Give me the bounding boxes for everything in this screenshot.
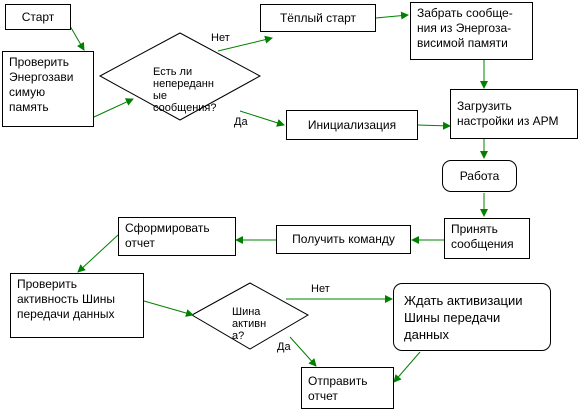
decision-unsent-text: Есть ли непереданн ые сообщения?: [153, 66, 217, 114]
node-fetch-messages: Забрать сообще- ния из Энергоза- висимой…: [410, 2, 533, 60]
node-warm-start: Тёплый старт: [260, 4, 376, 32]
arrow-bus-check-to-decision: [143, 300, 194, 317]
node-wait-bus: Ждать активизации Шины передачи данных: [393, 283, 551, 351]
arrow-start-to-check: [69, 25, 85, 51]
arrow-check-to-decision: [93, 98, 134, 118]
node-init: Инициализация: [286, 110, 418, 140]
decision-bus-text: Шина активн а?: [232, 306, 267, 342]
node-get-command: Получить команду: [276, 225, 411, 254]
decision-bus-shape: [190, 282, 310, 350]
arrow-warm-to-fetch: [375, 11, 409, 20]
node-work: Работа: [442, 160, 517, 192]
arrow-init-to-load: [417, 121, 451, 130]
label-bus-yes: Да: [277, 341, 291, 353]
label-unsent-yes: Да: [234, 116, 248, 128]
node-check-memory: Проверить Энергозави симую память: [2, 51, 94, 127]
node-check-bus: Проверить активность Шины передачи данны…: [10, 273, 144, 338]
decision-unsent-shape: [98, 32, 262, 121]
node-form-report: Сформировать отчет: [118, 217, 236, 256]
node-start: Старт: [5, 4, 71, 30]
label-bus-no: Нет: [311, 283, 330, 295]
arrow-decision-yes-to-init: [239, 110, 285, 127]
label-unsent-no: Нет: [211, 32, 230, 44]
arrow-bus-yes-to-send: [289, 336, 317, 367]
node-send-report: Отправить отчет: [301, 367, 394, 409]
arrow-decision-no-to-warm: [217, 35, 273, 52]
node-load-settings: Загрузить настройки из АРМ: [450, 89, 578, 139]
arrow-report-to-bus-check: [77, 234, 119, 273]
node-receive-messages: Принять сообщения: [444, 218, 530, 259]
arrow-wait-to-send: [393, 351, 421, 383]
